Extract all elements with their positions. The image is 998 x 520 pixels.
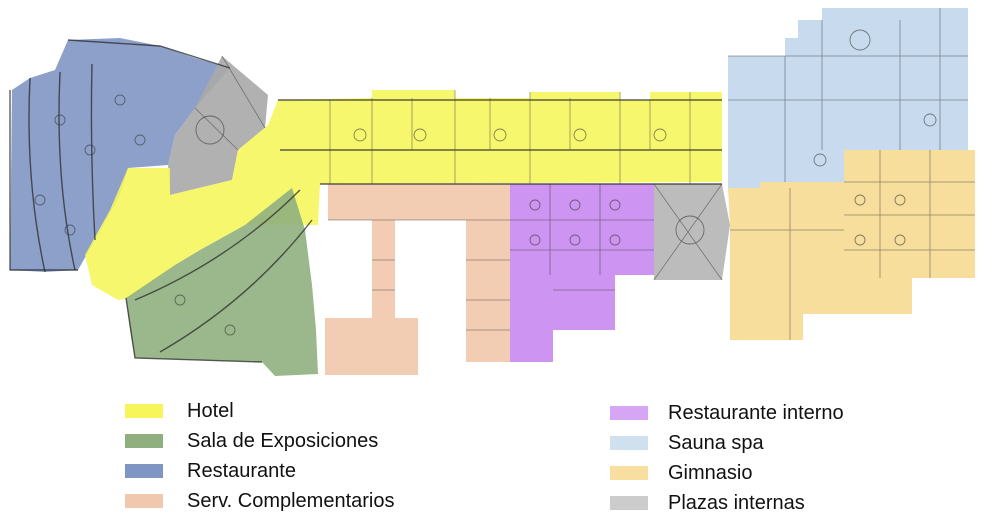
- legend-label-restaurante-interno: Restaurante interno: [668, 401, 844, 424]
- zone-hotel: [85, 90, 722, 300]
- legend-swatch-gimnasio: [610, 466, 648, 480]
- legend-item-complementarios: Serv. Complementarios: [125, 486, 394, 516]
- legend-item-sauna: Sauna spa: [610, 428, 844, 458]
- legend-swatch-complementarios: [125, 494, 163, 508]
- legend-label-exposiciones: Sala de Exposiciones: [187, 429, 379, 452]
- legend-left: Hotel Sala de Exposiciones Restaurante S…: [125, 396, 394, 516]
- floor-plan: [9, 8, 975, 376]
- plan-linework: [9, 8, 975, 363]
- legend-swatch-exposiciones: [125, 434, 163, 448]
- legend-label-sauna: Sauna spa: [668, 431, 764, 454]
- zone-complementarios: [325, 184, 510, 375]
- zone-exposiciones: [126, 188, 318, 376]
- legend-label-gimnasio: Gimnasio: [668, 461, 753, 484]
- legend-swatch-sauna: [610, 436, 648, 450]
- legend-label-plazas: Plazas internas: [668, 491, 805, 514]
- legend-swatch-restaurante-interno: [610, 406, 648, 420]
- legend-label-complementarios: Serv. Complementarios: [187, 489, 395, 512]
- legend-item-exposiciones: Sala de Exposiciones: [125, 426, 394, 456]
- legend-item-plazas: Plazas internas: [610, 488, 844, 518]
- legend-swatch-restaurante: [125, 464, 163, 478]
- zone-plaza-center: [654, 184, 730, 280]
- legend-right: Restaurante interno Sauna spa Gimnasio P…: [610, 398, 844, 518]
- legend-item-restaurante-interno: Restaurante interno: [610, 398, 844, 428]
- legend-label-restaurante: Restaurante: [187, 459, 296, 482]
- zone-restaurante-interno: [510, 184, 654, 362]
- legend-swatch-hotel: [125, 404, 163, 418]
- legend-item-gimnasio: Gimnasio: [610, 458, 844, 488]
- legend-item-hotel: Hotel: [125, 396, 394, 426]
- zone-sauna: [728, 8, 968, 188]
- legend-item-restaurante: Restaurante: [125, 456, 394, 486]
- legend-label-hotel: Hotel: [187, 399, 234, 422]
- legend-swatch-plazas: [610, 496, 648, 510]
